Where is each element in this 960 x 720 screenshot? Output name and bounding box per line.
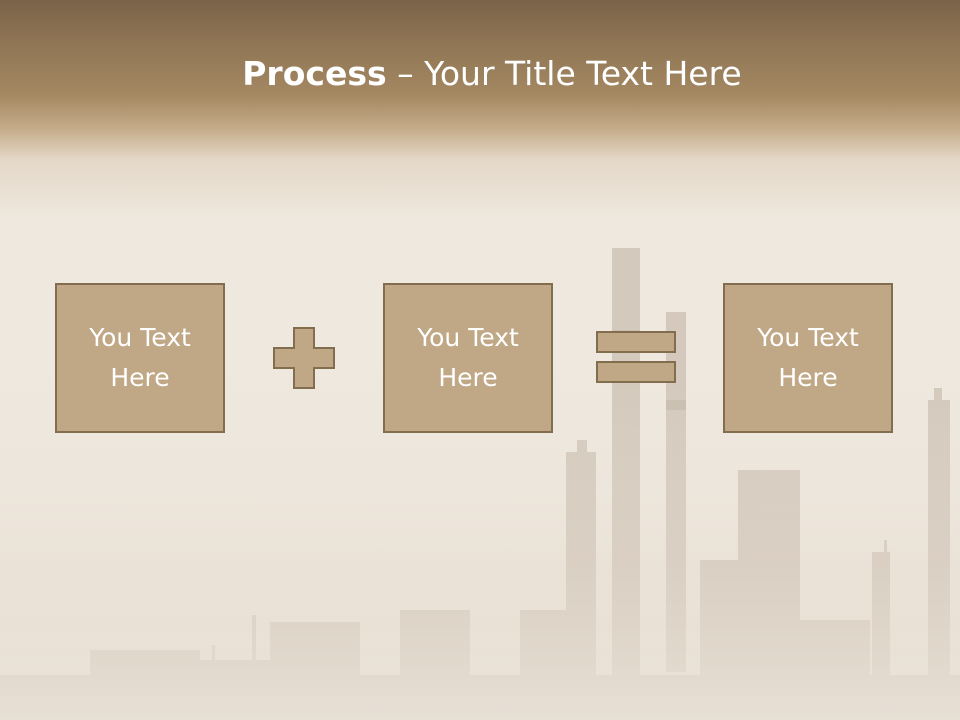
- slide-title: Process – Your Title Text Here: [0, 52, 960, 96]
- text-box-1-label: You Text Here: [89, 323, 191, 392]
- title-bold-part: Process: [242, 54, 387, 93]
- text-box-3-label: You Text Here: [757, 323, 859, 392]
- plus-icon: [273, 327, 335, 389]
- title-rest-part: – Your Title Text Here: [386, 54, 742, 93]
- equals-icon: [596, 331, 676, 383]
- text-box-1[interactable]: You Text Here: [55, 283, 225, 433]
- text-box-3[interactable]: You Text Here: [723, 283, 893, 433]
- text-box-2-label: You Text Here: [417, 323, 519, 392]
- text-box-2[interactable]: You Text Here: [383, 283, 553, 433]
